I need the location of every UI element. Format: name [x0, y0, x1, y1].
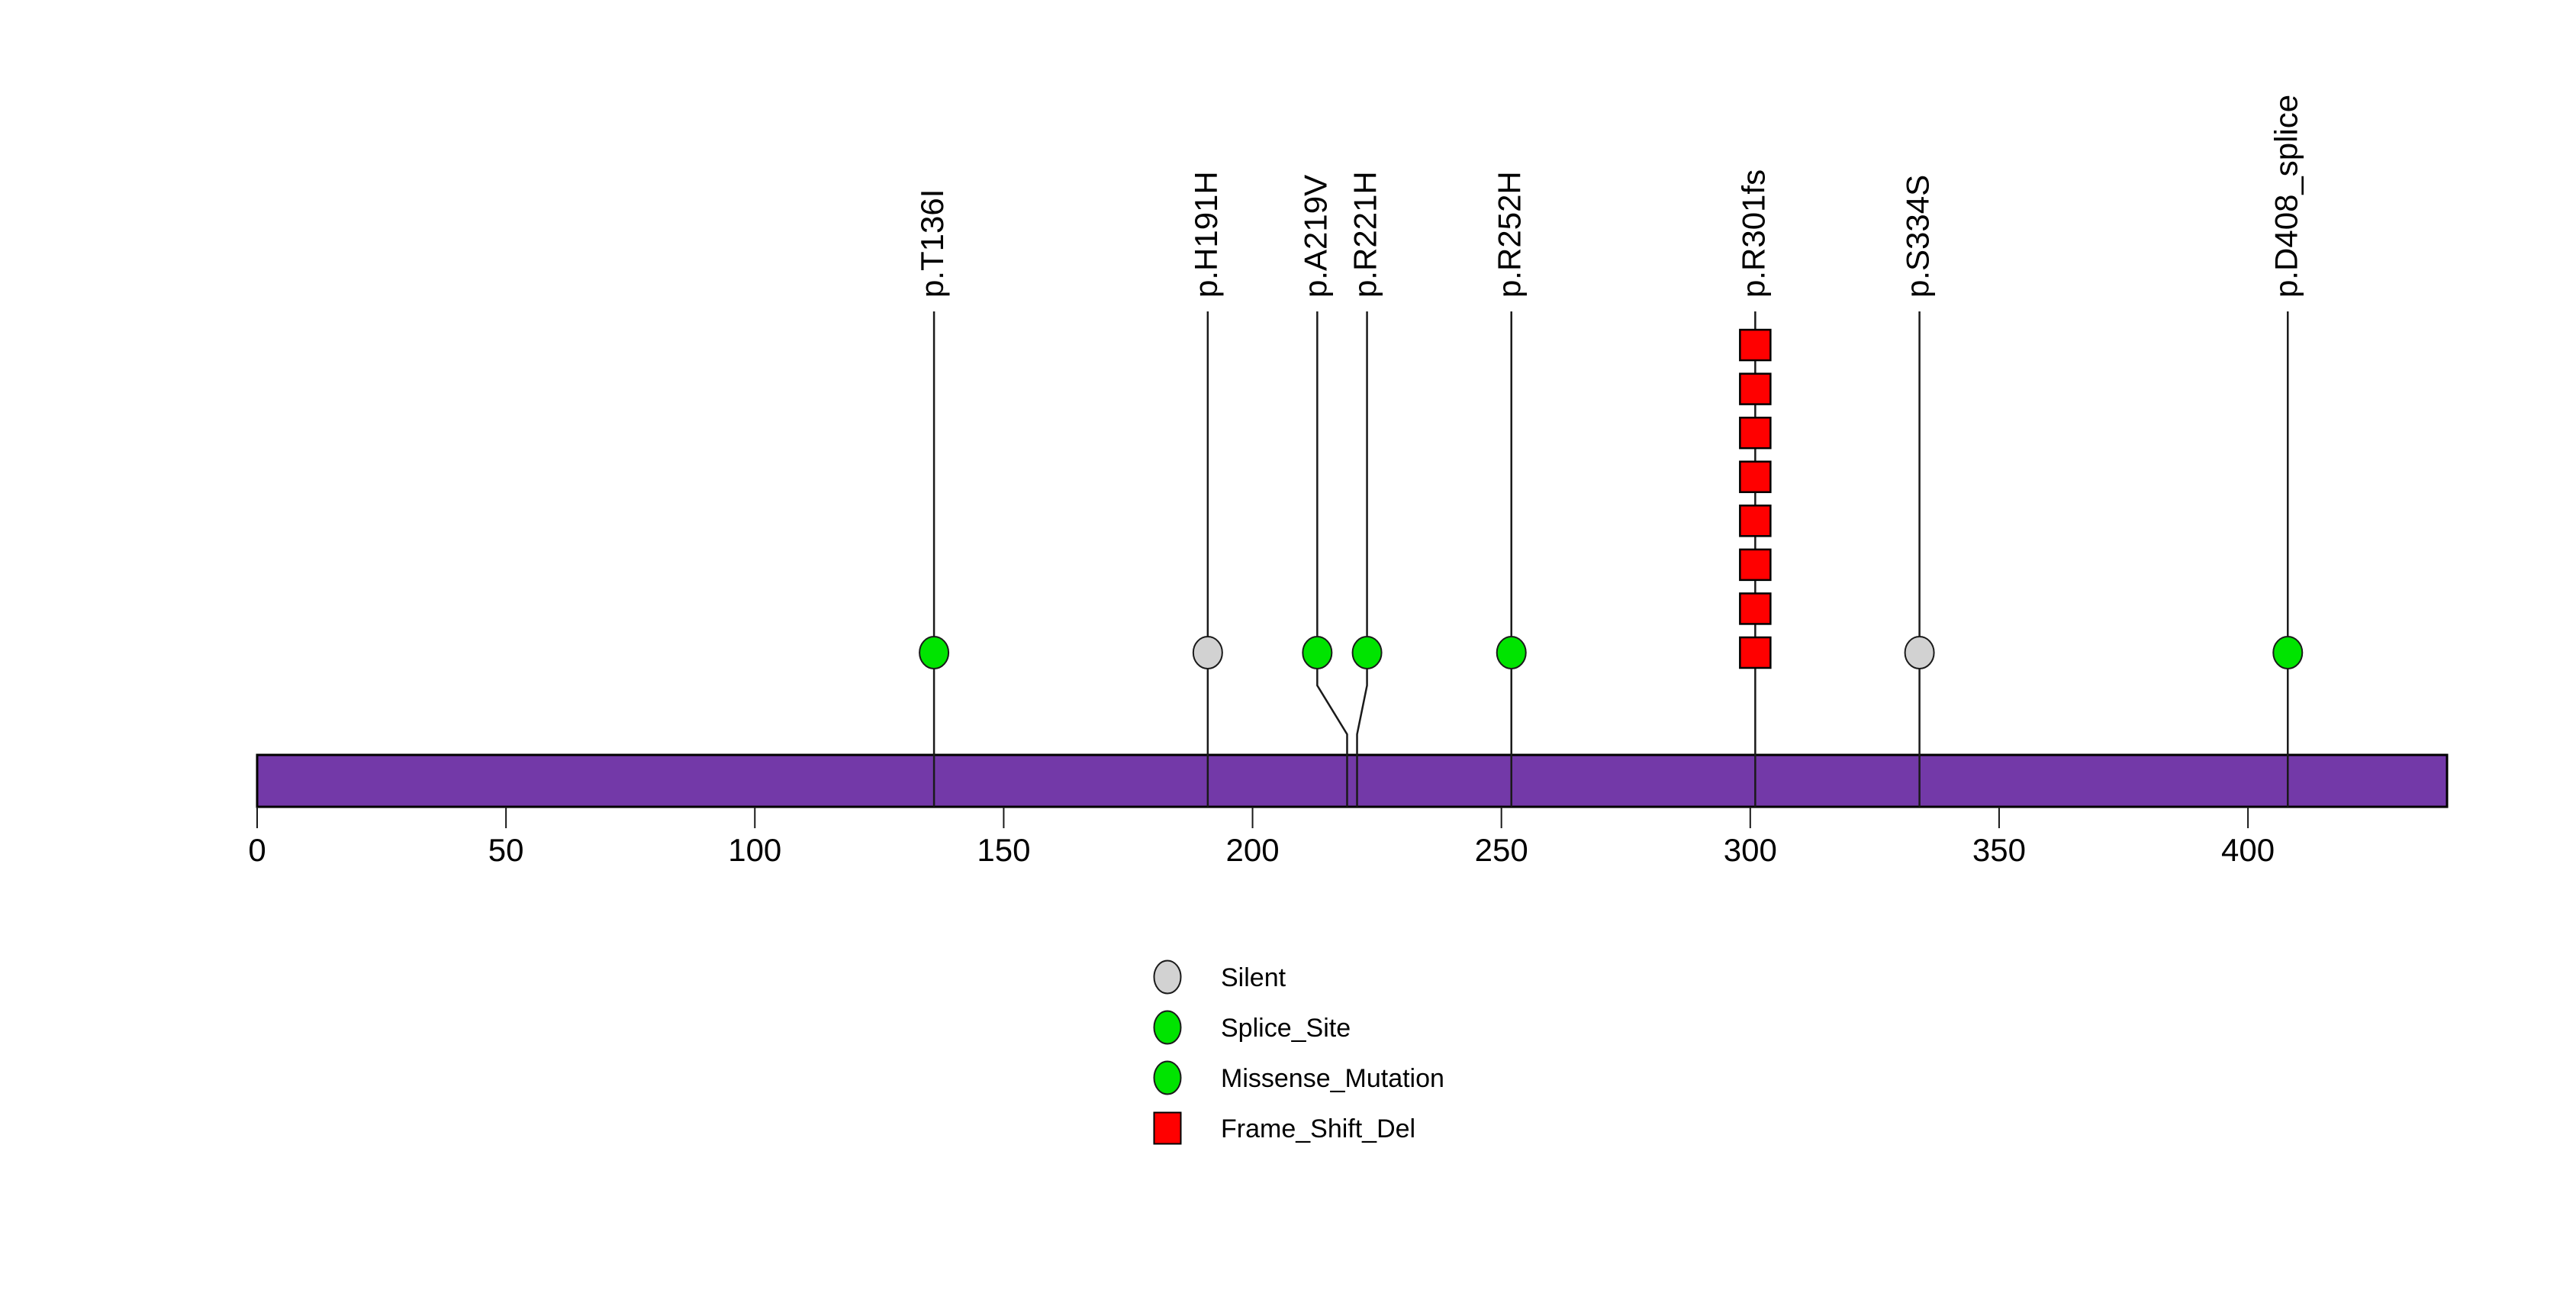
mutation-head-circle — [1496, 636, 1527, 669]
legend-label: Frame_Shift_Del — [1221, 1114, 1415, 1143]
legend-item: Silent — [1153, 959, 1286, 995]
mutation-stems-layer — [932, 311, 2289, 807]
mutation-labels-layer: p.T136I p.H191H p.A219V p.R221H p.R252H p.R30… — [914, 95, 2304, 298]
mutation-head-square — [1739, 328, 1772, 362]
protein-bar-layer — [256, 753, 2449, 808]
axis-layer: 0 50 100 150 200 250 300 350 400 — [248, 807, 2275, 868]
mutation-label: p.S334S — [1900, 175, 1936, 298]
axis-tick-label: 350 — [1972, 832, 2026, 868]
axis-tick-label: 200 — [1226, 832, 1280, 868]
axis-tick-label: 400 — [2221, 832, 2275, 868]
mutation-head-square — [1739, 548, 1772, 582]
mutation-head-square — [1739, 372, 1772, 405]
legend-swatch-circle — [1153, 1010, 1182, 1045]
mutation-label: p.D408_splice — [2268, 95, 2304, 298]
protein-bar — [256, 753, 2449, 808]
mutation-head-square — [1739, 416, 1772, 450]
mutation-head-circle — [1302, 636, 1333, 669]
mutation-stem — [1316, 311, 1348, 807]
legend-swatch-square — [1153, 1111, 1182, 1145]
legend-item: Splice_Site — [1153, 1010, 1351, 1045]
axis-tick-label: 300 — [1724, 832, 1777, 868]
axis-tick-label: 50 — [488, 832, 524, 868]
mutation-label: p.R301fs — [1735, 169, 1771, 298]
mutation-head-circle — [1351, 636, 1383, 669]
legend-layer: SilentSplice_SiteMissense_MutationFrame_… — [1153, 959, 1444, 1145]
mutation-label: p.T136I — [914, 189, 950, 298]
legend-swatch-circle — [1153, 959, 1182, 995]
mutation-heads-layer — [919, 328, 2304, 669]
legend-item: Missense_Mutation — [1153, 1060, 1444, 1095]
mutation-label: p.R221H — [1348, 171, 1383, 298]
mutation-label: p.A219V — [1297, 175, 1333, 298]
mutation-head-square — [1739, 460, 1772, 493]
axis-tick-label: 150 — [977, 832, 1030, 868]
legend-label: Missense_Mutation — [1221, 1064, 1444, 1093]
mutation-head-square — [1739, 636, 1772, 669]
mutation-head-circle — [2272, 636, 2304, 669]
legend-label: Splice_Site — [1221, 1014, 1351, 1043]
mutation-head-circle — [1904, 636, 1935, 669]
axis-tick-label: 0 — [248, 832, 266, 868]
mutation-head-circle — [919, 636, 950, 669]
mutation-head-square — [1739, 592, 1772, 625]
legend-label: Silent — [1221, 963, 1286, 992]
mutation-stem — [1356, 311, 1368, 807]
axis-tick-label: 250 — [1475, 832, 1528, 868]
legend-item: Frame_Shift_Del — [1153, 1111, 1415, 1145]
mutation-label: p.H191H — [1188, 171, 1224, 298]
mutation-label: p.R252H — [1492, 171, 1528, 298]
legend-swatch-circle — [1153, 1060, 1182, 1095]
mutation-head-square — [1739, 505, 1772, 537]
mutation-head-circle — [1192, 636, 1223, 669]
axis-tick-label: 100 — [728, 832, 781, 868]
